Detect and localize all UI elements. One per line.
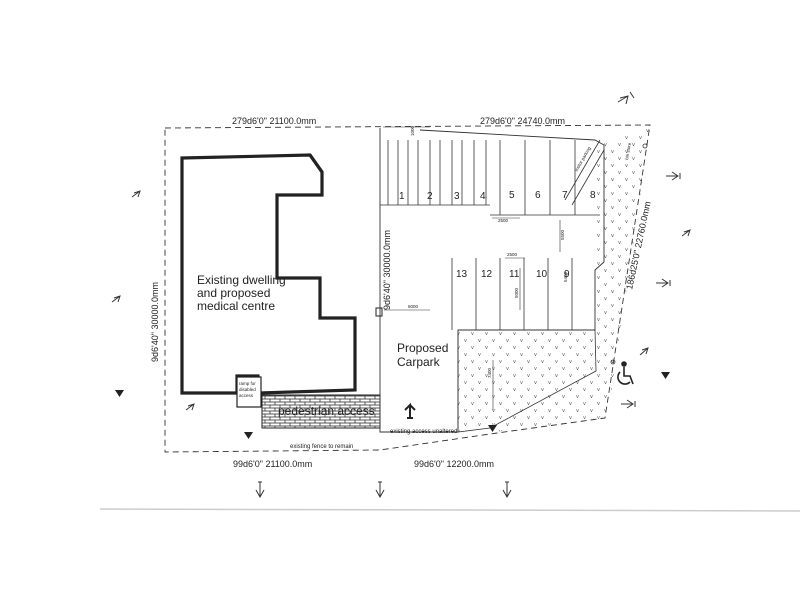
entry-arrow-icon: [404, 402, 416, 419]
building-notch: [308, 154, 324, 173]
bearing-middle: 9d6'40" 30000.0mm: [382, 230, 392, 310]
dimension-label: 5400: [563, 271, 568, 282]
landscaped-area-right: [490, 128, 650, 432]
bearing-top-left: 279d6'0" 21100.0mm: [232, 116, 316, 126]
bay-number: 7: [562, 190, 568, 201]
carpark-label-line-1: Proposed: [397, 341, 448, 355]
bay-number: 4: [480, 191, 486, 202]
ramp-label-line-2: disabled: [239, 387, 256, 392]
gate-marker: [375, 307, 383, 317]
dimension-label: 2500: [498, 218, 509, 223]
pedestrian-access-label: pedestrian access: [278, 404, 375, 418]
bay-number: 2: [427, 191, 433, 202]
bay-number: 12: [481, 269, 493, 280]
dimension-label: 6000: [408, 304, 419, 309]
site-boundary: [164, 124, 651, 453]
down-arrow-icon: [115, 372, 670, 439]
survey-point: [610, 359, 616, 365]
pedestrian-access-path: [261, 394, 381, 429]
bottom-parking-bays: [451, 258, 573, 330]
photo-view-arrows: [111, 91, 691, 499]
bay-number: 8: [590, 190, 596, 201]
existing-access-label: existing access unaltered: [390, 429, 457, 435]
building-label-line-2: and proposed: [197, 286, 270, 300]
bay-number: 9: [564, 269, 570, 280]
building-label-line-1: Existing dwelling: [197, 273, 286, 287]
dimension-label: 7400: [487, 367, 492, 378]
bay-number: 13: [456, 269, 468, 280]
visitor-bay: [564, 139, 605, 206]
wheelchair-accessible-icon: [617, 361, 634, 385]
bay-number: 6: [535, 190, 541, 201]
ramp-label-line-3: access: [239, 393, 254, 398]
carpark-outline: [379, 128, 605, 433]
building-label-line-3: medical centre: [197, 299, 275, 313]
dimension-label: 2500: [507, 252, 518, 257]
dimension-lines: [383, 126, 561, 410]
bay-number: 1: [399, 191, 405, 202]
carpark-label-line-2: Carpark: [397, 355, 441, 369]
dimension-label: 5500: [560, 229, 565, 240]
top-parking-bays: [380, 140, 600, 216]
bay-number: 5: [509, 190, 515, 201]
bearing-left: 9d6'40" 30000.0mm: [150, 282, 160, 362]
bay-number: 3: [454, 191, 460, 202]
dimension-label: 1000: [410, 125, 415, 136]
paper-edge: [99, 508, 800, 512]
bin-store-label: bin store: [624, 142, 632, 160]
disabled-access-ramp: [236, 376, 262, 408]
bearing-bottom-left: 99d6'0" 21100.0mm: [233, 459, 312, 469]
ramp-label-line-1: ramp for: [239, 381, 256, 386]
bay-number: 10: [536, 269, 548, 280]
dimension-label: 5000: [514, 287, 519, 298]
bearing-top-right: 279d6'0" 24740.0mm: [480, 116, 565, 126]
existing-fence-label: existing fence to remain: [290, 444, 353, 450]
bay-number: 11: [509, 269, 520, 280]
bearing-bottom-right: 99d6'0" 12200.0mm: [414, 459, 494, 469]
survey-point: [642, 143, 648, 149]
